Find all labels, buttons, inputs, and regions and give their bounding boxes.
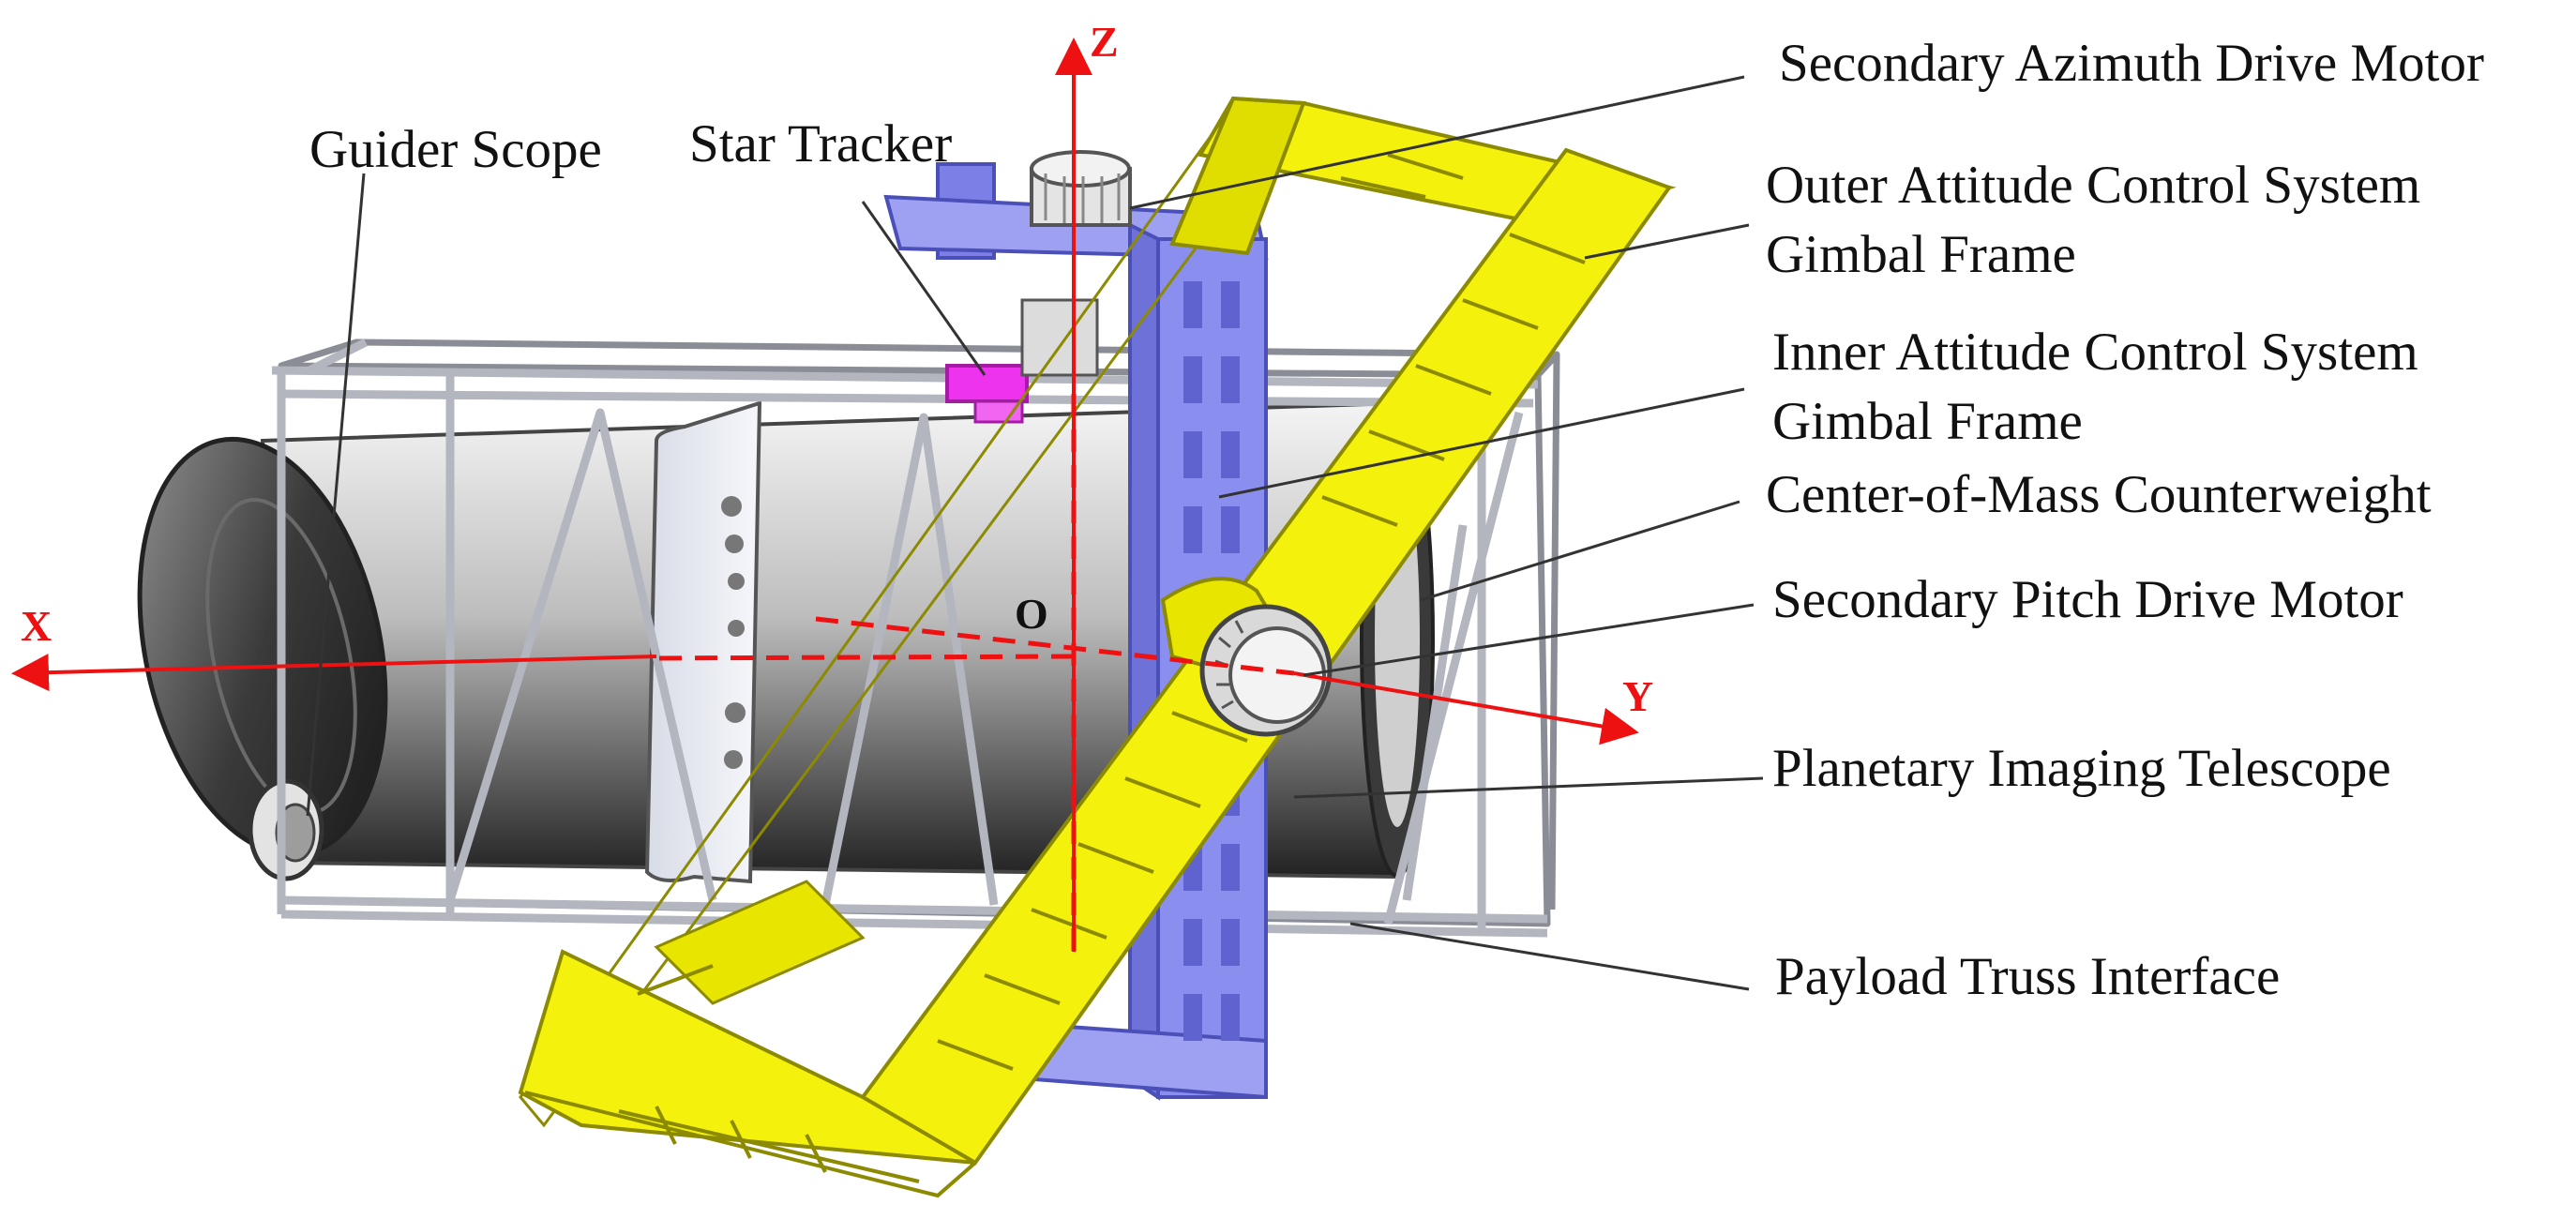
guider-scope-label: Guider Scope [309, 120, 602, 179]
y-axis-line [1293, 671, 1639, 745]
leader-lines [306, 75, 1764, 991]
secondary-azimuth-drive-motor-body [1020, 150, 1132, 377]
leader-pitch-drive-motor [1303, 603, 1755, 677]
secondary-azimuth-drive-motor-label: Secondary Azimuth Drive Motor [1779, 34, 2484, 93]
secondary-pitch-drive-motor-label: Secondary Pitch Drive Motor [1772, 570, 2403, 629]
outer-gimbal-frame-label-line2: Gimbal Frame [1766, 225, 2076, 284]
leader-secondary-azimuth-drive-motor [1129, 75, 1745, 210]
z-axis-label: Z [1090, 18, 1119, 66]
payload-truss-front [271, 338, 1548, 938]
leader-star-tracker [861, 201, 987, 376]
telescope-aperture [137, 436, 388, 858]
leader-planetary-imaging-telescope [1293, 776, 1764, 799]
planetary-imaging-telescope-label: Planetary Imaging Telescope [1772, 739, 2391, 798]
leader-guider-scope [306, 173, 366, 817]
leader-payload-truss-interface [1349, 922, 1750, 991]
x-axis-label: X [21, 602, 53, 650]
center-of-mass-counterweight-label: Center-of-Mass Counterweight [1766, 465, 2432, 524]
origin-label: O [1015, 590, 1048, 638]
coordinate-axes [11, 38, 1639, 952]
inner-gimbal-frame-label-line2: Gimbal Frame [1772, 392, 2083, 451]
leader-inner-gimbal-frame [1218, 387, 1745, 499]
telescope-support-ring [644, 400, 762, 884]
leader-outer-gimbal-frame [1584, 223, 1750, 260]
secondary-pitch-drive-motor-body [1199, 604, 1333, 737]
star-tracker-label: Star Tracker [689, 114, 953, 173]
payload-truss-interface-label: Payload Truss Interface [1775, 947, 2281, 1006]
outer-gimbal-frame-label-line1: Outer Attitude Control System [1766, 156, 2421, 215]
leader-counterweight [1420, 500, 1740, 602]
guider-scope-body [248, 778, 324, 881]
y-axis-label: Y [1622, 672, 1654, 720]
inner-gimbal-frame-label-line1: Inner Attitude Control System [1772, 323, 2418, 382]
star-tracker-body [945, 364, 1029, 424]
y-axis-hidden-segment [815, 616, 1295, 676]
x-axis-line [11, 654, 657, 692]
